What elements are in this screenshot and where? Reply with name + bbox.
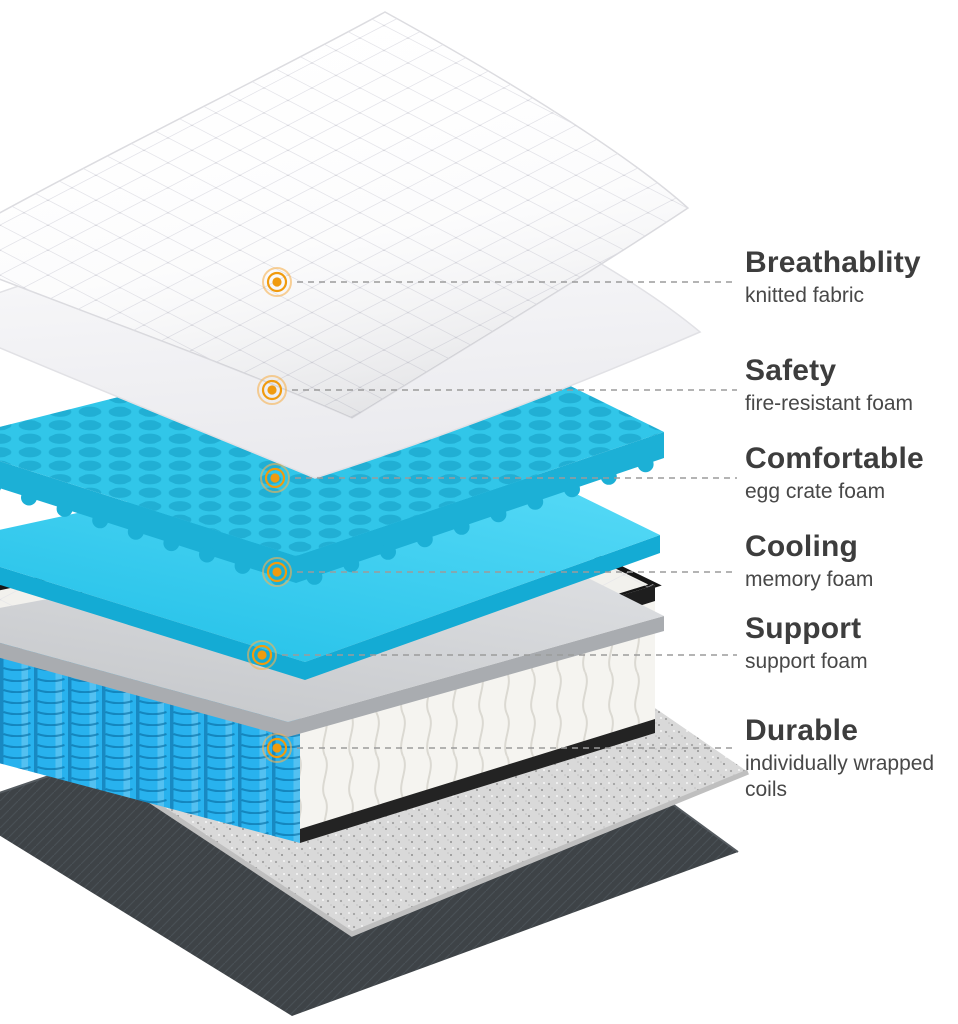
callout-comfortable: Comfortable egg crate foam [745, 442, 958, 505]
callout-title: Safety [745, 354, 837, 387]
callout-subtitle: memory foam [745, 568, 874, 592]
callout-subtitle: knitted fabric [745, 284, 865, 308]
callout-markers [247, 267, 292, 763]
callout-title: Support [745, 612, 862, 645]
egg-crate-scallops [0, 456, 654, 586]
callout-marker-comfortable [260, 463, 290, 493]
callout-support: Support support foam [745, 612, 958, 675]
callout-marker-cooling [262, 557, 292, 587]
callout-title: Cooling [745, 530, 859, 563]
callout-subtitle: support foam [745, 650, 868, 674]
callout-marker-breathability [262, 267, 292, 297]
callout-marker-durable [262, 733, 292, 763]
callout-title: Durable [745, 714, 859, 747]
callout-safety: Safety fire-resistant foam [745, 354, 958, 417]
callout-marker-support [247, 640, 277, 670]
callout-marker-safety [257, 375, 287, 405]
callout-subtitle: fire-resistant foam [745, 392, 914, 416]
layer-quilted-cover [0, 11, 690, 419]
callout-cooling: Cooling memory foam [745, 530, 958, 593]
callout-durable: Durable individually wrapped coils [745, 714, 958, 802]
callout-breathability: Breathablity knitted fabric [745, 246, 958, 309]
callout-subtitle: individually wrapped coils [745, 752, 935, 801]
callout-subtitle: egg crate foam [745, 480, 886, 504]
callout-title: Breathablity [745, 246, 921, 279]
callout-title: Comfortable [745, 442, 924, 475]
